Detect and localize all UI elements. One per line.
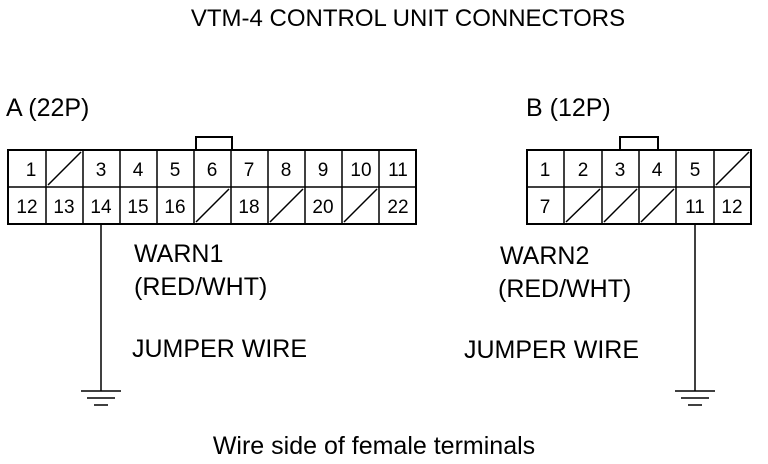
- connector-b-pin: 12: [721, 197, 742, 218]
- connector-a-empty-cavity-19: [269, 188, 304, 223]
- connector-a-ground-icon: [81, 390, 121, 406]
- connector-b-pin: 7: [540, 197, 551, 218]
- connector-b-pin: 5: [690, 160, 701, 181]
- connector-a-pin: 10: [350, 160, 371, 181]
- connector-a-pin: 18: [238, 197, 259, 218]
- connector-b-lock-tab: [619, 136, 659, 152]
- connector-a-pin: 6: [207, 160, 218, 181]
- connector-a-empty-cavity-17: [195, 188, 230, 223]
- connector-a-label: A (22P): [6, 94, 89, 122]
- connector-a: A (22P): [6, 94, 417, 406]
- connector-b-wire-color: (RED/WHT): [498, 275, 631, 303]
- connector-b-pin: 4: [652, 160, 663, 181]
- connector-b-empty-cavity-8: [565, 188, 601, 223]
- connector-b-cell-dividers: [563, 150, 715, 224]
- connector-a-pin: 12: [16, 197, 37, 218]
- connector-b-pin: 11: [685, 197, 705, 218]
- connector-b-row1-pins: 1 2 3 4 5: [540, 160, 701, 181]
- connector-a-empty-cavity-2: [47, 151, 82, 186]
- connector-a-empty-cavity-21: [343, 188, 378, 223]
- connector-a-row2-pins: 12 13 14 15 16 18 20 22: [16, 197, 408, 218]
- connector-b-pin: 1: [540, 160, 551, 181]
- connector-b-pin: 2: [578, 160, 589, 181]
- connector-a-row2-dividers: [45, 187, 380, 224]
- connector-b-ground-icon: [675, 390, 715, 406]
- connector-a-row1-pins: 1 3 4 5 6 7 8 9 10 11: [26, 160, 408, 181]
- diagram-caption: Wire side of female terminals: [213, 432, 535, 460]
- connector-b-row2-pins: 7 11 12: [540, 197, 743, 218]
- connector-a-pin: 15: [127, 197, 148, 218]
- connector-a-pin: 3: [96, 160, 107, 181]
- connector-a-pin: 16: [164, 197, 185, 218]
- connector-b-pin: 3: [615, 160, 626, 181]
- connector-a-lock-tab: [195, 136, 233, 152]
- connector-a-pin: 8: [281, 160, 292, 181]
- connector-b-empty-cavity-10: [640, 188, 675, 223]
- connector-b: B (12P) 1 2 3 4 5 7 11 12: [464, 94, 752, 406]
- connector-b-empty-cavity-9: [603, 188, 638, 223]
- connector-a-wire-color: (RED/WHT): [134, 273, 267, 301]
- connector-a-pin: 4: [133, 160, 144, 181]
- connector-a-pin: 7: [244, 160, 255, 181]
- connector-b-jumper-label: JUMPER WIRE: [464, 336, 639, 364]
- connector-a-pin: 5: [170, 160, 181, 181]
- connector-a-pin: 22: [387, 197, 408, 218]
- connector-b-label: B (12P): [526, 94, 611, 122]
- connector-a-row1-dividers: [45, 150, 380, 187]
- connector-a-pin: 9: [318, 160, 329, 181]
- connector-a-pin: 1: [26, 160, 37, 181]
- connector-a-pin: 14: [90, 197, 112, 218]
- connector-a-pin: 20: [312, 197, 333, 218]
- diagram-title: VTM-4 CONTROL UNIT CONNECTORS: [191, 5, 625, 32]
- connector-b-empty-cavity-6: [715, 151, 750, 186]
- connector-b-wire-label: WARN2: [500, 242, 589, 270]
- connector-a-wire-label: WARN1: [134, 240, 223, 268]
- connector-a-pin: 13: [53, 197, 74, 218]
- connector-a-jumper-label: JUMPER WIRE: [132, 335, 307, 363]
- connector-a-pin: 11: [388, 160, 408, 181]
